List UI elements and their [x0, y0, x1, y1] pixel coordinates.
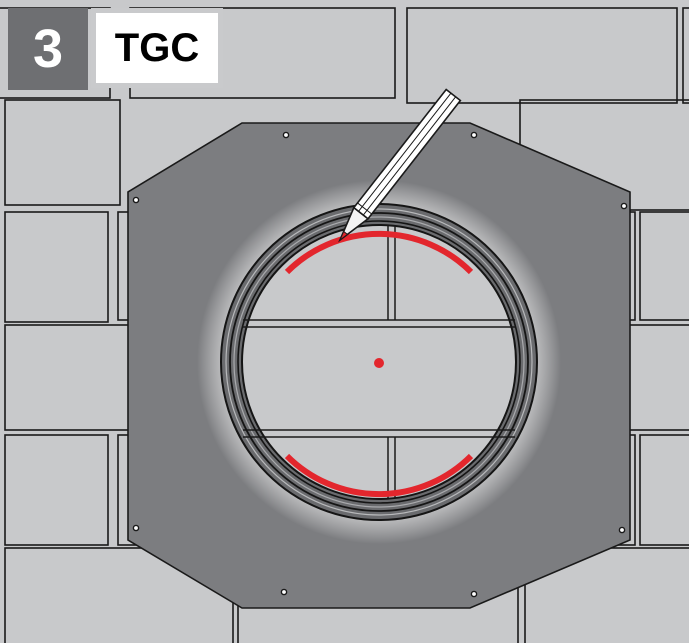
product-code-label: TGC [91, 8, 223, 88]
brick [4, 99, 121, 206]
brick [639, 211, 689, 321]
screw-holes [132, 131, 628, 598]
bottom-marking-arc [284, 453, 474, 498]
brick [4, 434, 109, 546]
screw-hole [470, 131, 478, 139]
center-point-marker [374, 358, 384, 368]
brick [406, 7, 678, 104]
screw-hole [618, 526, 626, 534]
top-marking-arc [284, 230, 474, 275]
screw-hole [132, 196, 140, 204]
brick [639, 434, 689, 546]
screw-hole [470, 590, 478, 598]
step-number-badge: 3 [8, 8, 88, 90]
screw-hole [620, 202, 628, 210]
pencil-icon [338, 88, 462, 243]
screw-hole [280, 588, 288, 596]
brick [4, 211, 109, 323]
screw-hole [282, 131, 290, 139]
cut-marking-lines [284, 230, 474, 498]
screw-hole [132, 524, 140, 532]
brick [682, 7, 689, 104]
